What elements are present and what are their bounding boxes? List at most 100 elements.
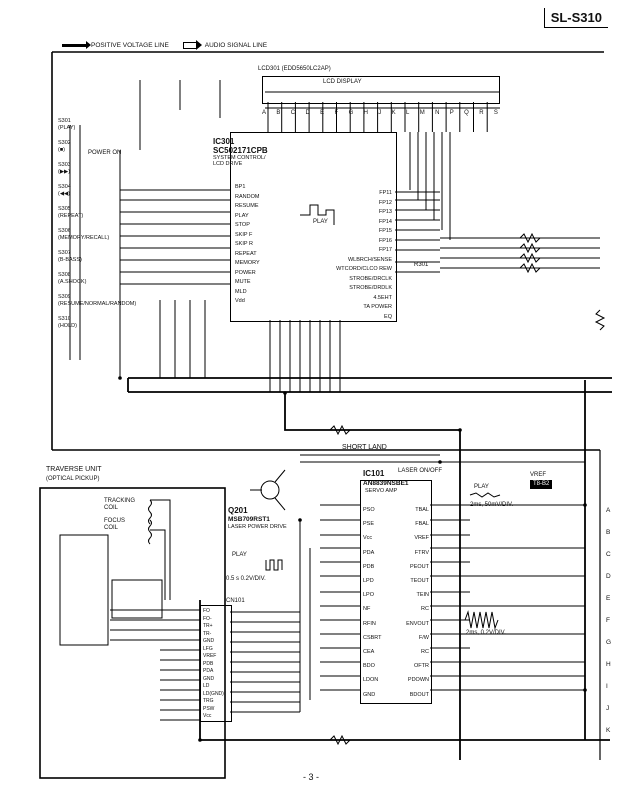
switch-name: (RESUME/NORMAL/RANDOM) — [58, 301, 137, 307]
ic301-pin-label: EQ — [384, 313, 392, 320]
ic301-pin-label: FP17 — [378, 247, 392, 253]
lcd-letter: E — [320, 110, 325, 116]
ic101-pin-label: LPO — [363, 592, 375, 599]
ic101-pin-label: PSE — [363, 521, 375, 528]
switch-ref: S303 — [58, 162, 71, 168]
lcd-letter: A — [262, 110, 267, 116]
lcd-letter: Q — [464, 110, 469, 116]
ic301-pin-label: WTCORD/CLCO REW — [336, 266, 392, 272]
lcd-part-number: LCD301 (EDD5650LC2AP) — [258, 66, 331, 72]
lcd-letter: B — [276, 110, 281, 116]
page-number: - 3 - — [302, 772, 319, 782]
ic301-pin-label: 4.5EHT — [373, 294, 392, 301]
cn101-pin-label: VREF — [203, 653, 217, 659]
edge-letter: B — [606, 529, 611, 536]
switch-item: S302(■) — [58, 140, 128, 154]
switch-item: S304(◀◀) — [58, 184, 128, 198]
q201-desc: LASER POWER DRIVE — [228, 524, 287, 530]
ic301-pin-label: RESUME — [235, 203, 259, 209]
ic301-pin-label: MEMORY — [235, 260, 260, 266]
ic301-desc1: SYSTEM CONTROL/ — [213, 155, 266, 161]
switch-item: S305(REPEAT) — [58, 206, 128, 220]
ic101-pin-label: FTRV — [414, 549, 429, 556]
ic301-pin-label: FP14 — [378, 218, 392, 225]
ic101-pin-label: BDOUT — [409, 691, 429, 698]
short-land-label: SHORT LAND — [342, 444, 387, 451]
switch-ref: S308 — [58, 272, 71, 278]
edge-letter: E — [606, 595, 611, 602]
ic101-pin-label: ENVOUT — [406, 620, 429, 627]
lcd-letter: H — [363, 110, 368, 116]
edge-letter: F — [606, 617, 610, 624]
laser-label: LASER ON/OFF — [398, 468, 443, 474]
ic301-pin-label: PLAY — [235, 212, 249, 219]
ic101-pin-label: TBAL — [415, 507, 429, 513]
ic101-pin-label: GND — [363, 691, 376, 698]
cn101-pin-label: LD — [203, 683, 210, 689]
ic301-desc2: LCD DRIVE — [213, 161, 243, 167]
wave3-label: 2ms, 0.2V/DIV. — [466, 630, 506, 636]
switch-ref: S307 — [58, 250, 71, 256]
lcd-letter: M — [419, 110, 425, 116]
edge-letter: H — [606, 661, 611, 668]
ic101-pin-label: BDO — [363, 663, 375, 670]
ic301-header: IC301 SC502171CPB SYSTEM CONTROL/ LCD DR… — [213, 137, 268, 167]
switch-ref: S305 — [58, 206, 71, 212]
ic301-pin-label: FP13 — [378, 209, 392, 215]
legend-audio: AUDIO SIGNAL LINE — [182, 40, 267, 50]
switch-name: (HOLD) — [58, 323, 77, 329]
lcd-letter: P — [449, 110, 454, 116]
ic301-pin-label: RANDOM — [235, 193, 260, 200]
ic101-part: AN8839NSBE1 — [363, 480, 409, 487]
lcd-letter: L — [406, 110, 410, 116]
switch-ref: S306 — [58, 228, 71, 234]
switch-item: S310(HOLD) — [58, 316, 128, 330]
lcd-letter: F — [334, 110, 339, 116]
switch-name: (A.SHOCK) — [58, 279, 87, 285]
lcd-letter: G — [348, 110, 354, 116]
cn101-pin-label: PDA — [203, 668, 214, 674]
ic101-pin-label: CEA — [363, 649, 375, 656]
switch-item: S301(PLAY) — [58, 118, 128, 132]
ic101-pin-label: RFIN — [363, 620, 376, 627]
switch-ref: S304 — [58, 184, 71, 190]
cn101-pin-label: LD(GND) — [203, 690, 224, 697]
ic101-header: IC101 — [363, 469, 384, 478]
ic101-ref: IC101 — [363, 469, 385, 478]
edge-letter: K — [606, 727, 611, 734]
wave-note-label: 0.5 s 0.2V/DIV. — [226, 576, 266, 582]
ic301-pin-label: MLD — [235, 288, 247, 295]
focus-coil-label: FOCUS COIL — [104, 518, 125, 531]
ic101-pin-label: PEOUT — [410, 563, 429, 570]
ic301-pin-label: MUTE — [235, 279, 251, 285]
lcd-letter: K — [391, 110, 396, 116]
play-wave-label: PLAY — [313, 219, 328, 225]
switch-item: S308(A.SHOCK) — [58, 272, 128, 286]
traverse-title: TRAVERSE UNIT — [46, 466, 102, 473]
ic101-pin-label: FBAL — [415, 521, 429, 528]
edge-letter: A — [606, 507, 611, 514]
q201-label: Q201 MSB709RST1 LASER POWER DRIVE — [228, 506, 287, 530]
ic301-pin-label: FP15 — [378, 228, 392, 234]
lcd-display-label: LCD DISPLAY — [323, 79, 362, 85]
switch-ref: S309 — [58, 294, 71, 300]
switch-item: S303(▶▶) — [58, 162, 128, 176]
lcd-letter: J — [378, 110, 382, 116]
ic101-pin-label: F/W — [418, 634, 429, 641]
ta-box-label: T8-B2 — [530, 480, 553, 489]
ic301-pin-label: STROBE/DRCLK — [349, 275, 392, 282]
cn101-pin-label: PSW — [203, 705, 215, 712]
ic101-pin-label: CSBRT — [363, 634, 382, 641]
switch-name: (▶▶) — [58, 169, 71, 175]
vref-label: VREF — [530, 472, 547, 478]
legend: POSITIVE VOLTAGE LINE AUDIO SIGNAL LINE — [62, 40, 267, 50]
cn101-pin-label: Vcc — [203, 713, 212, 719]
switch-ref: S301 — [58, 118, 71, 124]
ic301-part: SC502171CPB — [213, 146, 268, 155]
ic101-pin-label: PSO — [363, 507, 375, 513]
